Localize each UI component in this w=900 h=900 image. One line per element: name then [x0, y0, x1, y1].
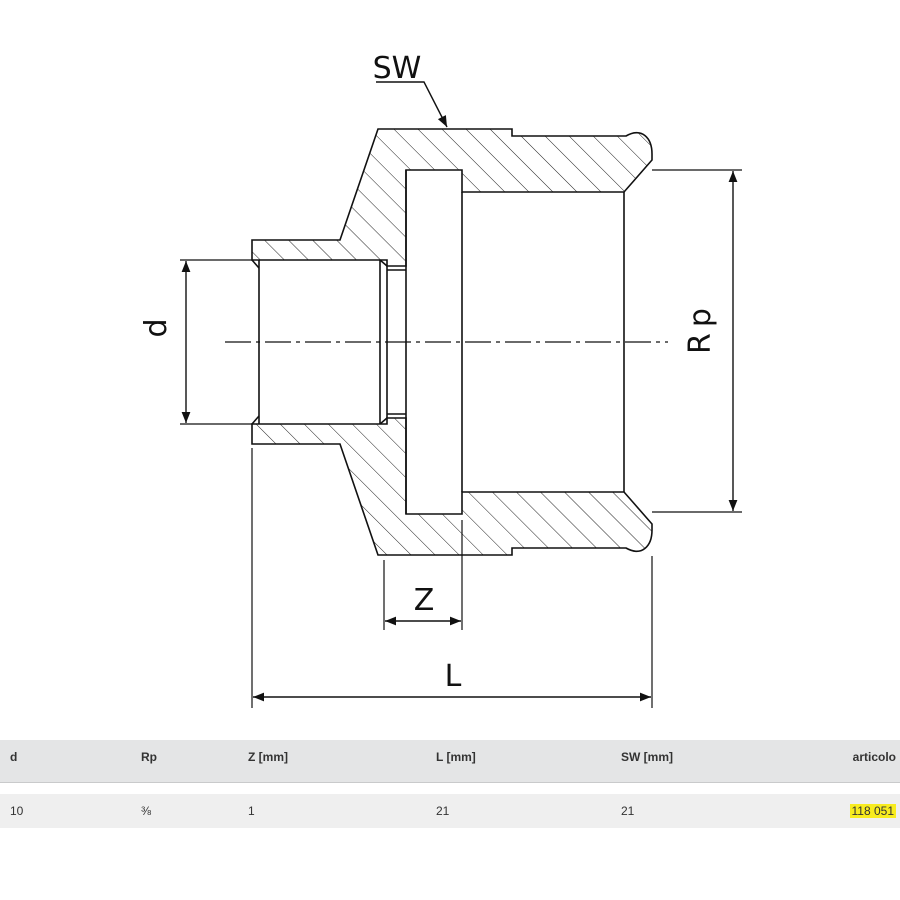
- header-z: Z [mm]: [248, 750, 288, 764]
- header-d: d: [10, 750, 18, 764]
- rp-label: Rp: [683, 302, 718, 354]
- table-row[interactable]: 10 ⅜ 1 21 21 118 051: [0, 794, 900, 828]
- table-header: d Rp Z [mm] L [mm] SW [mm] articolo: [0, 740, 900, 783]
- fitting-cross-section-drawing: SW d Rp Z L: [139, 51, 742, 708]
- cell-rp: ⅜: [141, 804, 152, 818]
- header-l: L [mm]: [436, 750, 476, 764]
- header-articolo: articolo: [852, 750, 896, 764]
- cell-z: 1: [248, 804, 255, 818]
- sw-label: SW: [373, 51, 422, 86]
- d-label: d: [139, 318, 174, 337]
- cell-sw: 21: [621, 804, 635, 818]
- header-sw: SW [mm]: [621, 750, 673, 764]
- cell-l: 21: [436, 804, 450, 818]
- cell-d: 10: [10, 804, 24, 818]
- articolo-highlight[interactable]: 118 051: [849, 804, 896, 818]
- l-label: L: [445, 659, 462, 694]
- header-rp: Rp: [141, 750, 157, 764]
- specification-table: d Rp Z [mm] L [mm] SW [mm] articolo 10 ⅜…: [0, 740, 900, 830]
- sw-leader-line: [376, 81, 448, 128]
- extension-lines: [180, 169, 742, 708]
- z-label: Z: [414, 583, 435, 618]
- top-wall-section: [251, 128, 653, 267]
- cell-articolo[interactable]: 118 051: [849, 796, 896, 826]
- bottom-wall-section: [251, 417, 653, 556]
